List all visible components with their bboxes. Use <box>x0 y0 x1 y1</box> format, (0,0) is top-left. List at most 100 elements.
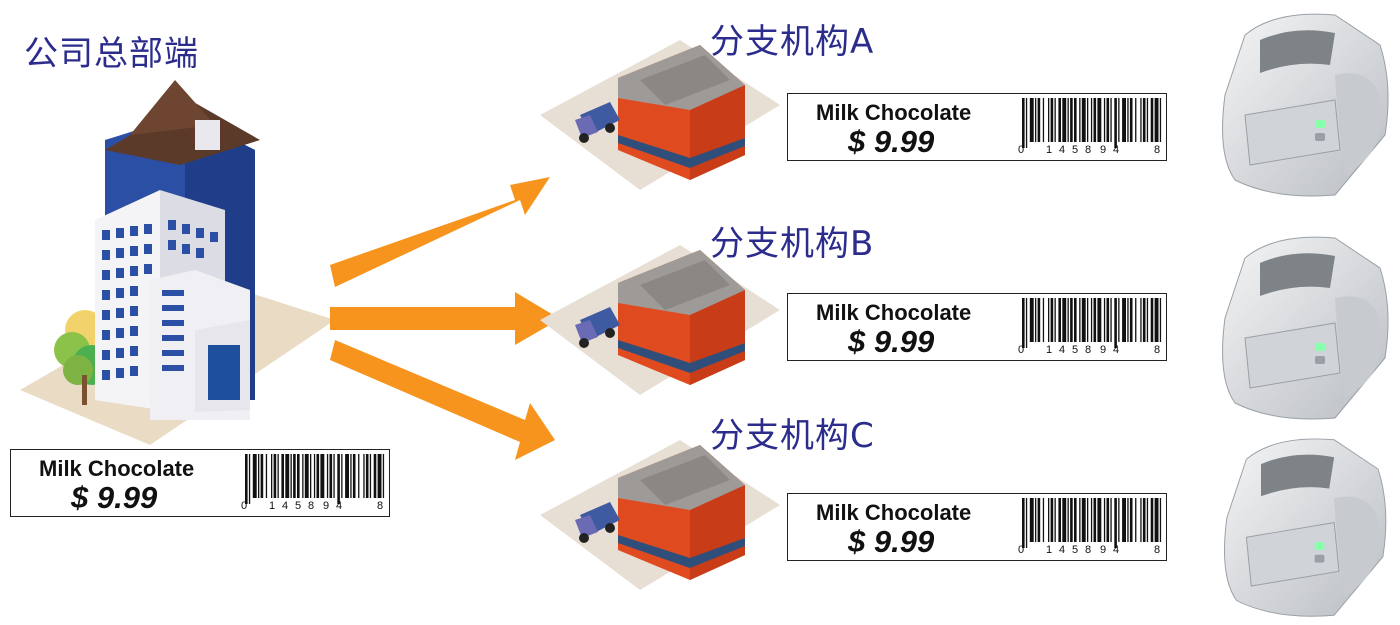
barcode-bar <box>1093 98 1097 142</box>
warehouse-icon <box>540 440 780 590</box>
barcode-bar <box>252 454 257 498</box>
barcode-bar <box>377 454 382 498</box>
barcode-bar <box>260 454 264 498</box>
barcode-bar <box>1048 498 1050 542</box>
barcode <box>1022 298 1162 348</box>
arrow-icon <box>330 177 550 287</box>
barcode-bar <box>1070 298 1073 342</box>
barcode-bar <box>1110 98 1112 142</box>
barcode-bar <box>1079 298 1081 342</box>
branch-b-price-label: Milk Chocolate $ 9.99 0 1 4 5 8 9 4 8 <box>787 293 1167 361</box>
barcode-bar <box>1114 98 1117 148</box>
barcode-bar <box>1110 298 1112 342</box>
barcode-bar <box>1025 498 1028 548</box>
barcode-bar <box>1146 298 1149 342</box>
barcode-bar <box>326 454 329 498</box>
truck-icon <box>575 102 620 143</box>
barcode-bar <box>1054 498 1056 542</box>
barcode-bar <box>265 454 268 498</box>
barcode-bar <box>1074 298 1077 342</box>
barcode-bar <box>1122 498 1126 542</box>
barcode-bar <box>1142 498 1146 542</box>
barcode-bar <box>1118 98 1120 142</box>
barcode-bar <box>1150 498 1154 542</box>
barcode-bar <box>1154 498 1159 542</box>
barcode-bar <box>1118 298 1120 342</box>
barcode-bar <box>1135 98 1137 142</box>
product-name: Milk Chocolate <box>816 300 972 325</box>
product-price: $ 9.99 <box>848 524 935 559</box>
barcode-bar <box>1129 298 1133 342</box>
barcode <box>1022 98 1162 148</box>
barcode-bar <box>1127 298 1129 342</box>
barcode-bar <box>1135 498 1137 542</box>
barcode-bar <box>1070 498 1073 542</box>
barcode-bar <box>1062 98 1067 142</box>
barcode-bar <box>1025 298 1028 348</box>
barcode-bar <box>1106 298 1110 342</box>
barcode-bar <box>1140 298 1142 342</box>
barcode-bar <box>304 454 309 498</box>
barcode-bar <box>1127 98 1129 142</box>
barcode-bar <box>1022 498 1025 548</box>
barcode-bar <box>1029 298 1034 342</box>
barcode-bar <box>1074 498 1077 542</box>
barcode-bar <box>369 454 372 498</box>
barcode-bar <box>297 454 300 498</box>
barcode-bar <box>293 454 296 498</box>
barcode-bar <box>1118 498 1120 542</box>
barcode-bar <box>337 454 340 504</box>
barcode-bar <box>1154 98 1159 142</box>
barcode-bar <box>310 454 312 498</box>
barcode-bar <box>1087 498 1089 542</box>
barcode-bar <box>1035 498 1037 542</box>
barcode-bar <box>1106 98 1110 142</box>
product-name: Milk Chocolate <box>39 456 195 481</box>
barcode-bar <box>329 454 333 498</box>
branch-a-price-label: Milk Chocolate $ 9.99 0 1 4 5 8 9 4 8 <box>787 93 1167 161</box>
barcode-bar <box>1079 98 1081 142</box>
barcode <box>245 454 385 504</box>
product-price: $ 9.99 <box>71 480 158 515</box>
barcode-bar <box>345 454 349 498</box>
barcode-bar <box>1067 98 1069 142</box>
barcode-bar <box>1154 298 1159 342</box>
barcode-bar <box>1146 498 1149 542</box>
barcode-bar <box>1058 298 1061 342</box>
barcode-bar <box>1054 98 1056 142</box>
truck-icon <box>575 502 620 543</box>
barcode-bar <box>1142 298 1146 342</box>
barcode-bar <box>290 454 292 498</box>
barcode-bar <box>316 454 320 498</box>
barcode-bar <box>1129 98 1133 142</box>
barcode-bar <box>1025 98 1028 148</box>
barcode-bar <box>1140 498 1142 542</box>
barcode-bar <box>1029 98 1034 142</box>
barcode-bar <box>1037 498 1041 542</box>
barcode-bar <box>1146 98 1149 142</box>
barcode-bar <box>1122 98 1126 142</box>
barcode-bar <box>1122 298 1126 342</box>
barcode-bar <box>1093 498 1097 542</box>
arrow-icon <box>330 292 560 345</box>
branch-c-price-label: Milk Chocolate $ 9.99 0 1 4 5 8 9 4 8 <box>787 493 1167 561</box>
label-printer-icon <box>1223 438 1387 617</box>
barcode-bar <box>333 454 335 498</box>
distribution-arrows <box>330 177 560 460</box>
barcode-bar <box>341 454 343 498</box>
barcode-bar <box>248 454 251 504</box>
headquarters-title: 公司总部端 <box>24 34 199 74</box>
barcode-bar <box>1103 298 1106 342</box>
barcode-bar <box>1097 298 1102 342</box>
barcode-bar <box>1159 98 1162 142</box>
warehouse-icon <box>540 245 780 395</box>
barcode-bar <box>1050 498 1054 542</box>
barcode-bar <box>245 454 248 504</box>
barcode-bar <box>1087 98 1089 142</box>
barcode-bar <box>1081 98 1086 142</box>
barcode-bar <box>350 454 352 498</box>
barcode-bar <box>1110 498 1112 542</box>
headquarters-price-label: Milk Chocolate $ 9.99 0 1 4 5 8 9 4 8 <box>10 449 390 517</box>
barcode-bar <box>1067 498 1069 542</box>
barcode-bar <box>1142 98 1146 142</box>
